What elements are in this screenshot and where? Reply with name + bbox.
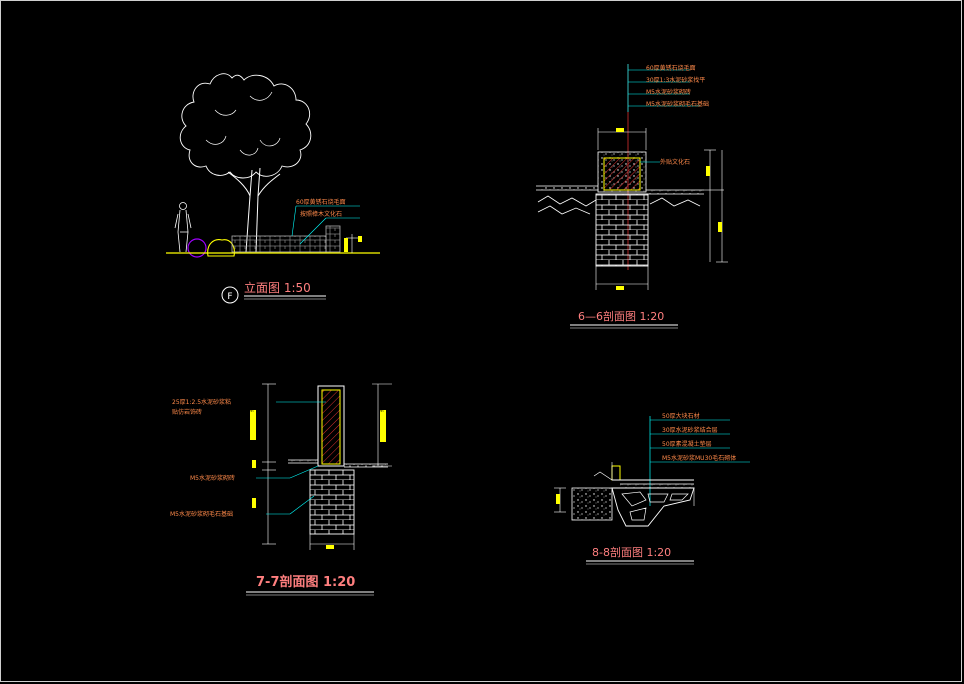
brick-base <box>309 469 355 535</box>
section88-title: 8-8剖面图 1:20 <box>592 545 671 559</box>
section66-side-note: 外贴文化石 <box>660 158 690 166</box>
canopy-detail <box>205 91 281 156</box>
section77-side-note: 按现场设计 <box>378 387 385 412</box>
section-marker <box>221 286 239 304</box>
elevation-title: 立面图 1:50 <box>244 280 311 295</box>
section66-note: 60厚黄锈石烧毛面 <box>646 64 696 72</box>
section66-note: 30厚1:3水泥砂浆找平 <box>646 76 705 84</box>
dim-marker <box>250 410 256 440</box>
rubble-masonry <box>611 487 695 527</box>
wall-core <box>321 389 341 465</box>
bush-circle <box>187 238 207 258</box>
section88-note: 50厚大块石材 <box>662 412 700 420</box>
wall-pier <box>325 225 341 253</box>
upper-wall <box>317 385 345 467</box>
person-figure <box>174 202 192 253</box>
section77-note: M5水泥砂浆砌毛石基础 <box>170 510 233 518</box>
section-88-drawing: 50厚大块石材 30厚水泥砂浆结合层 50厚素混凝土垫层 M5水泥砂浆MU30毛… <box>554 412 750 565</box>
section66-note: M5水泥砂浆砌砖 <box>646 88 691 96</box>
section77-note: 25厚1:2.5水泥砂浆粘 <box>172 398 231 406</box>
tree-canopy <box>179 73 312 179</box>
elevation-note: 60厚黄锈石烧毛面 <box>296 198 346 206</box>
section66-title: 6—6剖面图 1:20 <box>578 309 664 323</box>
brick-base <box>595 193 649 267</box>
section77-note: 贴仿岩饰砖 <box>172 408 202 416</box>
section66-note: M5水泥砂浆砌毛石基础 <box>646 100 709 108</box>
elevation-drawing: 60厚黄锈石烧毛面 按照樟木文化石 F 立面图 1:50 <box>166 73 380 304</box>
tree-trunk <box>227 167 281 253</box>
section88-note: M5水泥砂浆MU30毛石砌体 <box>662 454 736 462</box>
section-77-drawing: 按现场设计 按现场设计 25厚1:2.5水泥砂浆粘 贴仿岩饰砖 M5水泥砂浆砌砖 <box>170 383 392 596</box>
section77-side-note: 按现场设计 <box>248 387 255 412</box>
section88-note: 30厚水泥砂浆结合层 <box>662 426 718 434</box>
section88-note: 50厚素混凝土垫层 <box>662 440 712 448</box>
section-marker-label: F <box>227 292 232 302</box>
gravel-fill <box>571 487 613 521</box>
section-66-drawing: 60厚黄锈石烧毛面 30厚1:3水泥砂浆找平 M5水泥砂浆砌砖 M5水泥砂浆砌毛… <box>536 64 728 329</box>
cap-core <box>603 157 641 191</box>
elevation-note: 按照樟木文化石 <box>300 210 342 218</box>
dim-marker <box>344 238 348 252</box>
stone-wall <box>231 235 327 253</box>
dim-marker <box>358 236 362 242</box>
section77-note: M5水泥砂浆砌砖 <box>190 474 235 482</box>
section77-title: 7-7剖面图 1:20 <box>256 574 355 590</box>
dim-marker <box>380 410 386 442</box>
